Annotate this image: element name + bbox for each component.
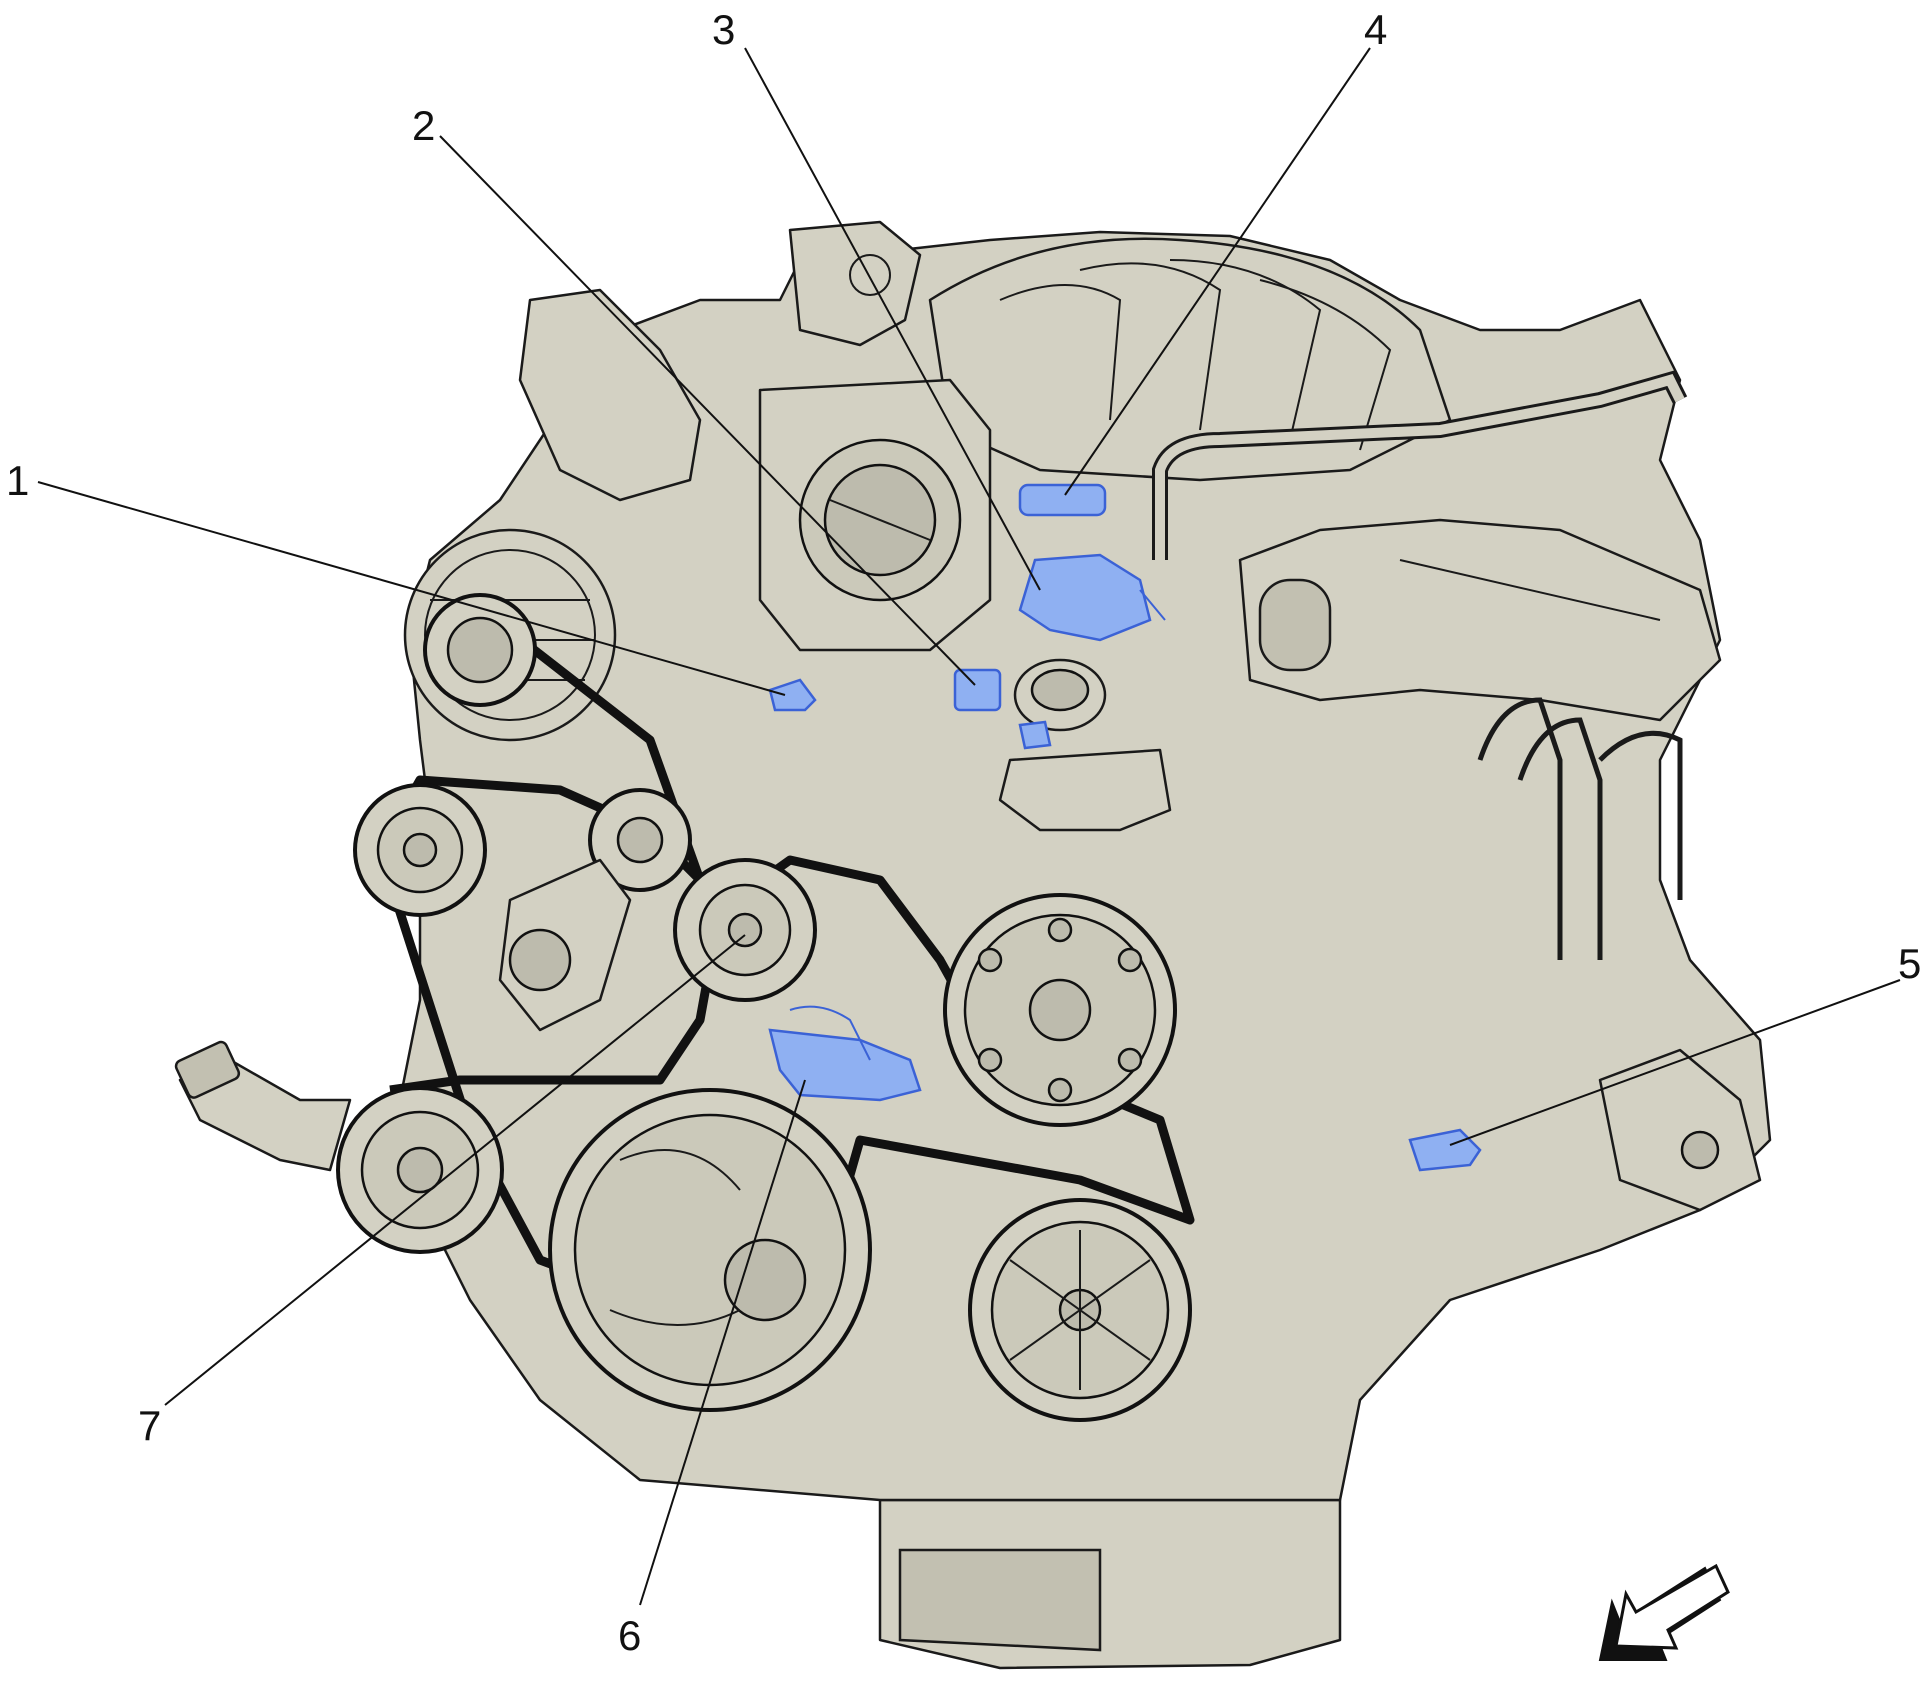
callout-4: 4 xyxy=(1364,6,1387,53)
left-valve-cover xyxy=(518,288,702,502)
pulleys xyxy=(336,593,1192,1422)
leader-lines xyxy=(37,47,1901,1606)
oil-pan-sump xyxy=(898,1548,1102,1652)
sensor-2 xyxy=(953,668,1002,712)
intake-manifold xyxy=(928,237,1452,482)
leader-6 xyxy=(639,1079,806,1606)
sensor-3 xyxy=(1018,553,1152,642)
trans-flange xyxy=(1598,1048,1762,1212)
callout-2: 2 xyxy=(412,102,435,149)
callout-1: 1 xyxy=(6,457,29,504)
sensor-1 xyxy=(768,678,817,712)
ac-line xyxy=(178,1058,352,1172)
callout-6: 6 xyxy=(618,1612,641,1659)
leader-4 xyxy=(1064,47,1371,496)
leader-5 xyxy=(1449,979,1901,1146)
callout-5: 5 xyxy=(1898,940,1921,987)
leader-7 xyxy=(164,934,746,1406)
thermostat-housing xyxy=(998,748,1172,832)
sensor-6b xyxy=(1018,720,1052,750)
sensor-6 xyxy=(768,1028,922,1102)
leader-2 xyxy=(439,135,976,686)
callout-7: 7 xyxy=(138,1402,161,1449)
front-direction-arrow-icon xyxy=(1598,1563,1730,1661)
sensor-4 xyxy=(1018,483,1107,517)
right-bracket xyxy=(1238,518,1722,722)
callout-labels: 1 2 3 4 5 6 7 xyxy=(6,6,1921,1659)
leader-3 xyxy=(744,47,1041,591)
lift-bracket xyxy=(788,220,922,347)
leader-1 xyxy=(37,481,786,696)
callout-3: 3 xyxy=(712,6,735,53)
highlighted-components xyxy=(768,483,1482,1172)
